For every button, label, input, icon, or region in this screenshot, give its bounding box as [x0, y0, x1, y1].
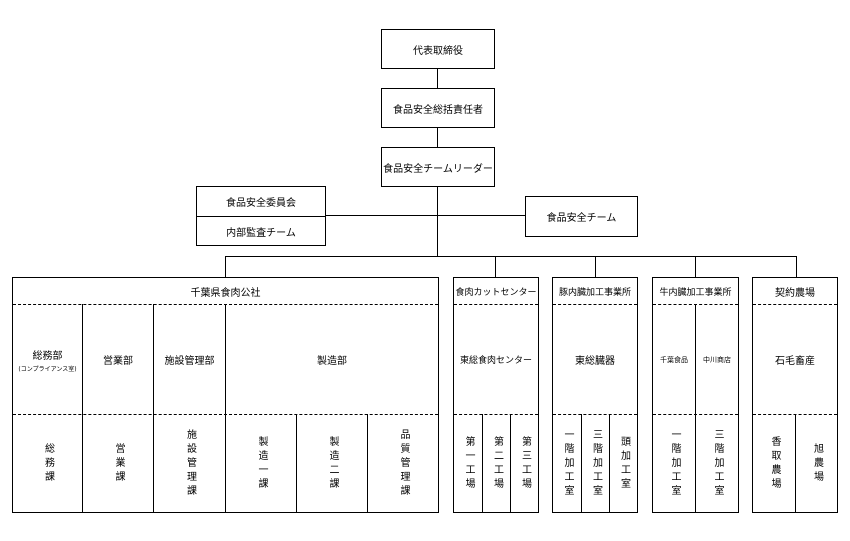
dept-ishige-livestock: 石毛畜産	[775, 356, 815, 367]
section-katori-farm: 香取農場	[769, 435, 780, 492]
org-beef-offal-processing: 牛内臓加工事業所 千葉食品 中川商店 一階加工室 三階加工室	[652, 277, 739, 513]
dept-chiba-foods: 千葉食品	[660, 355, 688, 364]
committee-cell: 食品安全委員会	[197, 187, 325, 216]
ceo-label: 代表取締役	[413, 45, 463, 57]
committee-label: 食品安全委員会	[226, 198, 296, 209]
org-meat-cut-center: 食肉カットセンター 東総食肉センター 第一工場 第二工場 第三工場	[453, 277, 539, 513]
food-safety-team-box: 食品安全チーム	[525, 196, 638, 237]
dept-nakagawa-shoten: 中川商店	[703, 355, 731, 364]
section-floor1-room: 一階加工室	[669, 428, 680, 499]
section-sales: 営業課	[113, 442, 124, 485]
section-floor3-room: 三階加工室	[712, 428, 723, 499]
section-factory-1: 第一工場	[463, 435, 474, 492]
org-title: 契約農場	[775, 287, 815, 299]
food-safety-team-label: 食品安全チーム	[546, 213, 617, 224]
section-floor1-room: 一階加工室	[562, 428, 573, 499]
section-floor3-room: 三階加工室	[590, 428, 602, 499]
audit-label: 内部監査チーム	[226, 227, 296, 239]
section-manufacturing-1: 製造一課	[256, 435, 267, 492]
dept-sales: 営業部	[103, 356, 133, 367]
dept-facility-management: 施設管理部	[164, 356, 215, 367]
food-safety-team-leader-box: 食品安全チームリーダー	[381, 147, 495, 187]
org-pork-offal-processing: 豚内臓加工事業所 東総臓器 一階加工室 三階加工室 頭加工室	[552, 277, 638, 513]
section-quality-control: 品質管理課	[398, 428, 409, 499]
section-factory-2: 第二工場	[491, 435, 503, 492]
audit-cell: 内部監査チーム	[197, 217, 325, 245]
org-title: 千葉県食肉公社	[190, 287, 261, 299]
committee-audit-box: 食品安全委員会 内部監査チーム	[196, 186, 326, 246]
section-general-affairs: 総務課	[42, 442, 54, 485]
dept-manufacturing: 製造部	[317, 356, 347, 367]
org-chiba-meat-corp: 千葉県食肉公社 総務部 (コンプライアンス室) 営業部 施設管理部 製造部 総務…	[12, 277, 439, 513]
section-asahi-farm: 旭農場	[811, 442, 823, 485]
org-title: 食肉カットセンター	[455, 287, 537, 298]
section-manufacturing-2: 製造二課	[327, 435, 338, 492]
org-title: 豚内臓加工事業所	[558, 287, 631, 298]
dept-tosou-organ: 東総臓器	[575, 356, 615, 367]
dept-tosou-meat-center: 東総食肉センター	[459, 356, 532, 366]
section-head-room: 頭加工室	[618, 435, 630, 492]
food-safety-manager-label: 食品安全総括責任者	[393, 104, 483, 116]
food-safety-manager-box: 食品安全総括責任者	[381, 88, 495, 128]
dept-general-affairs: 総務部 (コンプライアンス室)	[18, 350, 77, 373]
org-title: 牛内臓加工事業所	[659, 287, 732, 298]
compliance-office-label: (コンプライアンス室)	[18, 365, 77, 373]
food-safety-team-leader-label: 食品安全チームリーダー	[383, 163, 493, 175]
org-contract-farms: 契約農場 石毛畜産 香取農場 旭農場	[752, 277, 838, 513]
ceo-box: 代表取締役	[381, 29, 495, 69]
section-factory-3: 第三工場	[519, 435, 531, 492]
section-facility-management: 施設管理課	[184, 428, 196, 499]
